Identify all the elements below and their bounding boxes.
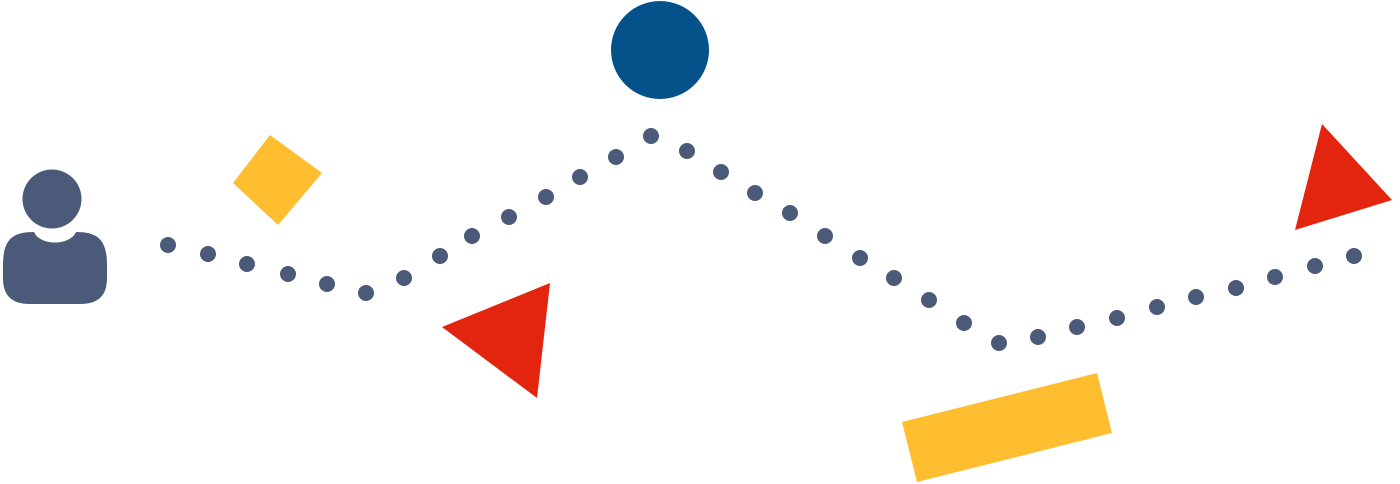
path-dot [280,266,296,282]
path-dot [239,256,255,272]
path-dot [160,237,176,253]
path-dot [538,189,554,205]
path-dot [817,228,833,244]
path-dot [713,164,729,180]
path-dot [319,276,335,292]
path-dot [358,285,374,301]
path-dot [432,248,448,264]
triangle-right-shape [1295,124,1392,230]
path-dot [1307,258,1323,274]
path-dot [1149,299,1165,315]
diamond-shape [233,135,322,225]
path-dot [396,270,412,286]
path-dot [852,250,868,266]
person-head [22,169,82,229]
path-dot [1346,248,1362,264]
person-body [3,232,107,304]
circle-shape [611,1,709,99]
path-dot [200,246,216,262]
path-dot [886,270,902,286]
path-dot [782,205,798,221]
path-dot [1030,329,1046,345]
path-dot [501,209,517,225]
triangle-left-shape [442,283,550,398]
bar-shape [902,373,1112,482]
path-dot [1228,280,1244,296]
path-dot [956,315,972,331]
path-dot [1069,319,1085,335]
path-dot [572,169,588,185]
path-dot [1267,269,1283,285]
person-icon [3,169,107,304]
path-dot [991,335,1007,351]
path-dot [921,292,937,308]
path-dot [643,128,659,144]
path-dot [1109,310,1125,326]
path-dot [608,149,624,165]
path-dot [679,143,695,159]
path-dot [747,185,763,201]
path-dot [1188,289,1204,305]
path-dot [464,228,480,244]
